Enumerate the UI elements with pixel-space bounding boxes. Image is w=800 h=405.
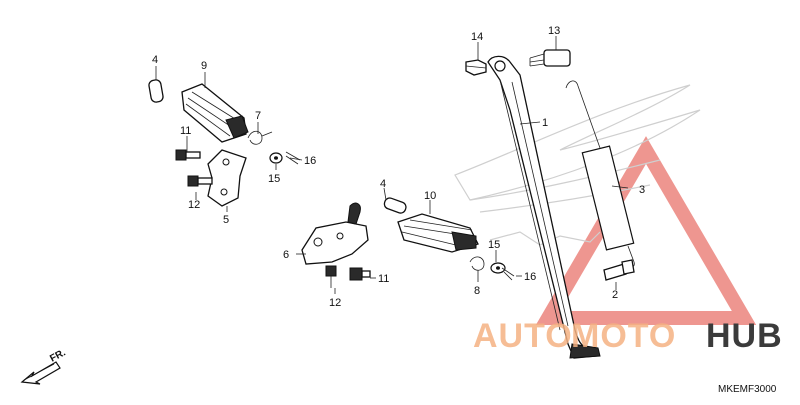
callout-3: 3 bbox=[639, 184, 645, 196]
cotter-pin-16-top bbox=[285, 151, 301, 165]
callout-10: 10 bbox=[424, 190, 436, 202]
side-stand bbox=[487, 55, 601, 359]
callout-12-top: 12 bbox=[188, 199, 200, 211]
brand-wing-outline bbox=[454, 84, 701, 246]
callout-6: 6 bbox=[283, 249, 289, 261]
pin-4-bottom bbox=[383, 197, 407, 214]
footpeg-9 bbox=[181, 83, 249, 143]
pin-4-top bbox=[148, 79, 164, 103]
bolt-2 bbox=[603, 259, 635, 281]
bolt-12-top bbox=[187, 175, 213, 187]
callout-12-bottom: 12 bbox=[329, 297, 341, 309]
callout-11-top: 11 bbox=[180, 125, 191, 137]
bolt-11-bottom bbox=[349, 267, 371, 281]
callout-14: 14 bbox=[471, 31, 483, 43]
nut-14 bbox=[465, 59, 487, 76]
front-direction-indicator: FR. bbox=[20, 347, 68, 385]
watermark-part3: HUB bbox=[706, 317, 783, 355]
callouts: 1 2 3 4 4 5 6 7 8 9 10 11 11 12 12 13 14… bbox=[152, 25, 645, 309]
watermark-part1: AUTO bbox=[473, 317, 573, 355]
pivot-bolt-13 bbox=[529, 49, 571, 67]
watermark-wordmark: AUTO MOTO HUB bbox=[473, 317, 783, 355]
watermark-triangle bbox=[535, 136, 757, 325]
callout-4-bottom: 4 bbox=[380, 178, 386, 190]
watermark-part2: MOTO bbox=[571, 317, 676, 355]
callout-5: 5 bbox=[223, 214, 229, 226]
callout-8: 8 bbox=[474, 285, 480, 297]
spring-8 bbox=[469, 256, 485, 271]
bracket-5 bbox=[207, 149, 247, 207]
leader-lines bbox=[155, 36, 629, 294]
washer-15-top bbox=[269, 152, 283, 164]
callout-15-top: 15 bbox=[268, 173, 280, 185]
spring-7 bbox=[247, 130, 273, 145]
cotter-pin-16-bottom bbox=[501, 267, 515, 281]
callout-15-bottom: 15 bbox=[488, 239, 500, 251]
callout-16-bottom: 16 bbox=[524, 271, 536, 283]
callout-4-top: 4 bbox=[152, 54, 158, 66]
callout-7: 7 bbox=[255, 110, 261, 122]
callout-11-bottom: 11 bbox=[378, 273, 389, 285]
callout-1: 1 bbox=[542, 117, 548, 129]
bolt-12-bottom bbox=[325, 265, 337, 288]
direction-label: FR. bbox=[48, 347, 68, 364]
bolt-11-top bbox=[175, 149, 201, 161]
callout-2: 2 bbox=[612, 289, 618, 301]
callout-9: 9 bbox=[201, 60, 207, 72]
washer-15-bottom bbox=[490, 262, 506, 274]
callout-13: 13 bbox=[548, 25, 560, 37]
callout-16-top: 16 bbox=[304, 155, 316, 167]
bracket-6 bbox=[301, 202, 369, 265]
diagram-code: MKEMF3000 bbox=[718, 384, 777, 395]
footpeg-10 bbox=[397, 213, 479, 253]
